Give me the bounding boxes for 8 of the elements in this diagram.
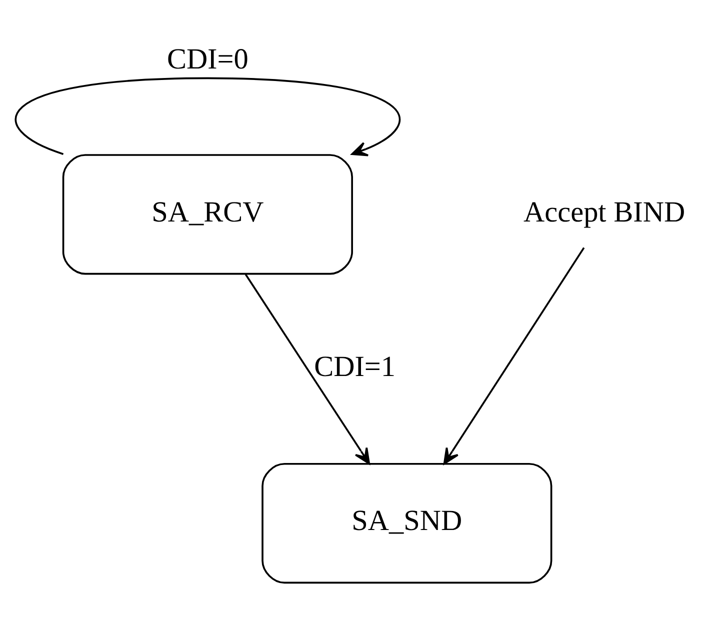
arrow [244, 274, 370, 464]
node-text: Accept BIND [524, 196, 686, 228]
edge-label: CDI=0 [166, 44, 248, 76]
arrow [15, 77, 400, 156]
arrow [443, 247, 585, 465]
edge-label: CDI=1 [314, 350, 396, 383]
node-box: SA_SND [262, 462, 552, 584]
node-box: SA_RCV [62, 154, 353, 275]
